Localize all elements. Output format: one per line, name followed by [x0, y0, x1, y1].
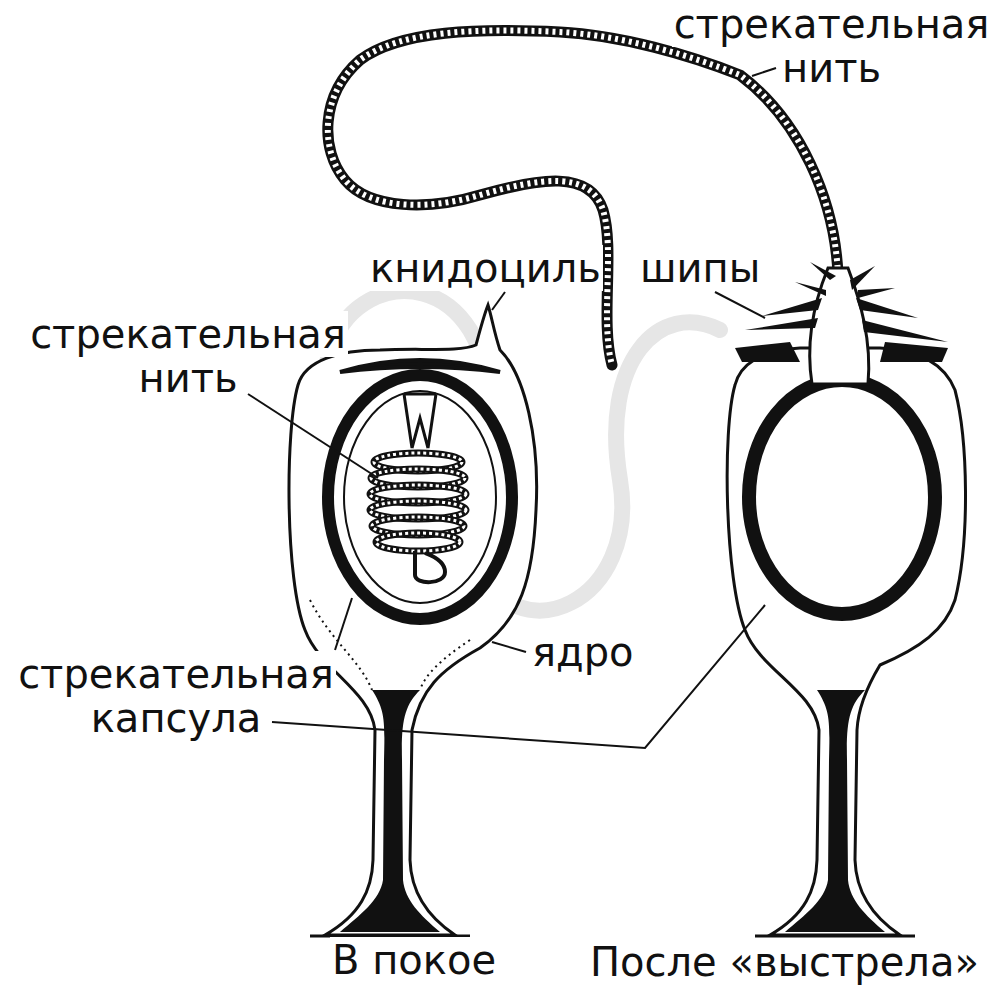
leader-lines	[248, 68, 776, 748]
thread-base	[810, 268, 869, 384]
spines	[745, 262, 948, 342]
part-label: ядро	[530, 629, 636, 675]
capsule-wall	[749, 380, 935, 614]
part-label: После «выстрела»	[588, 939, 981, 985]
cell-stalk	[785, 690, 885, 932]
part-label-box: стрекательная нить	[668, 2, 995, 90]
part-label-box: книдоциль	[368, 246, 603, 290]
part-label-box: ядро	[530, 630, 636, 674]
part-label-box: После «выстрела»	[588, 940, 981, 984]
cytoplasm-texture	[420, 640, 470, 690]
part-label: книдоциль	[368, 245, 603, 291]
part-label-box: В покое	[330, 938, 498, 982]
thread-tube	[404, 394, 436, 448]
discharged-thread	[328, 30, 838, 365]
part-label-box: стрекательная капсула	[6, 652, 346, 740]
cell-body	[289, 305, 537, 935]
thread-twist	[328, 30, 838, 365]
part-label-box: шипы	[638, 246, 762, 290]
capsule-lid	[340, 360, 500, 372]
cell-body	[727, 348, 965, 935]
part-label: стрекательная капсула	[16, 651, 336, 741]
part-label: стрекательная нить	[28, 311, 348, 401]
coiled-thread	[370, 453, 466, 582]
part-label: шипы	[638, 245, 762, 291]
capsule-wall	[328, 375, 512, 619]
capsule-inner	[344, 391, 496, 603]
part-label: стрекательная нить	[672, 1, 992, 91]
cell-stalk	[340, 690, 440, 932]
part-label-box: стрекательная нить	[8, 312, 368, 400]
capsule-rim	[735, 342, 800, 362]
capsule-rim	[880, 342, 948, 362]
ground-line	[755, 935, 915, 938]
part-label: В покое	[330, 937, 498, 983]
